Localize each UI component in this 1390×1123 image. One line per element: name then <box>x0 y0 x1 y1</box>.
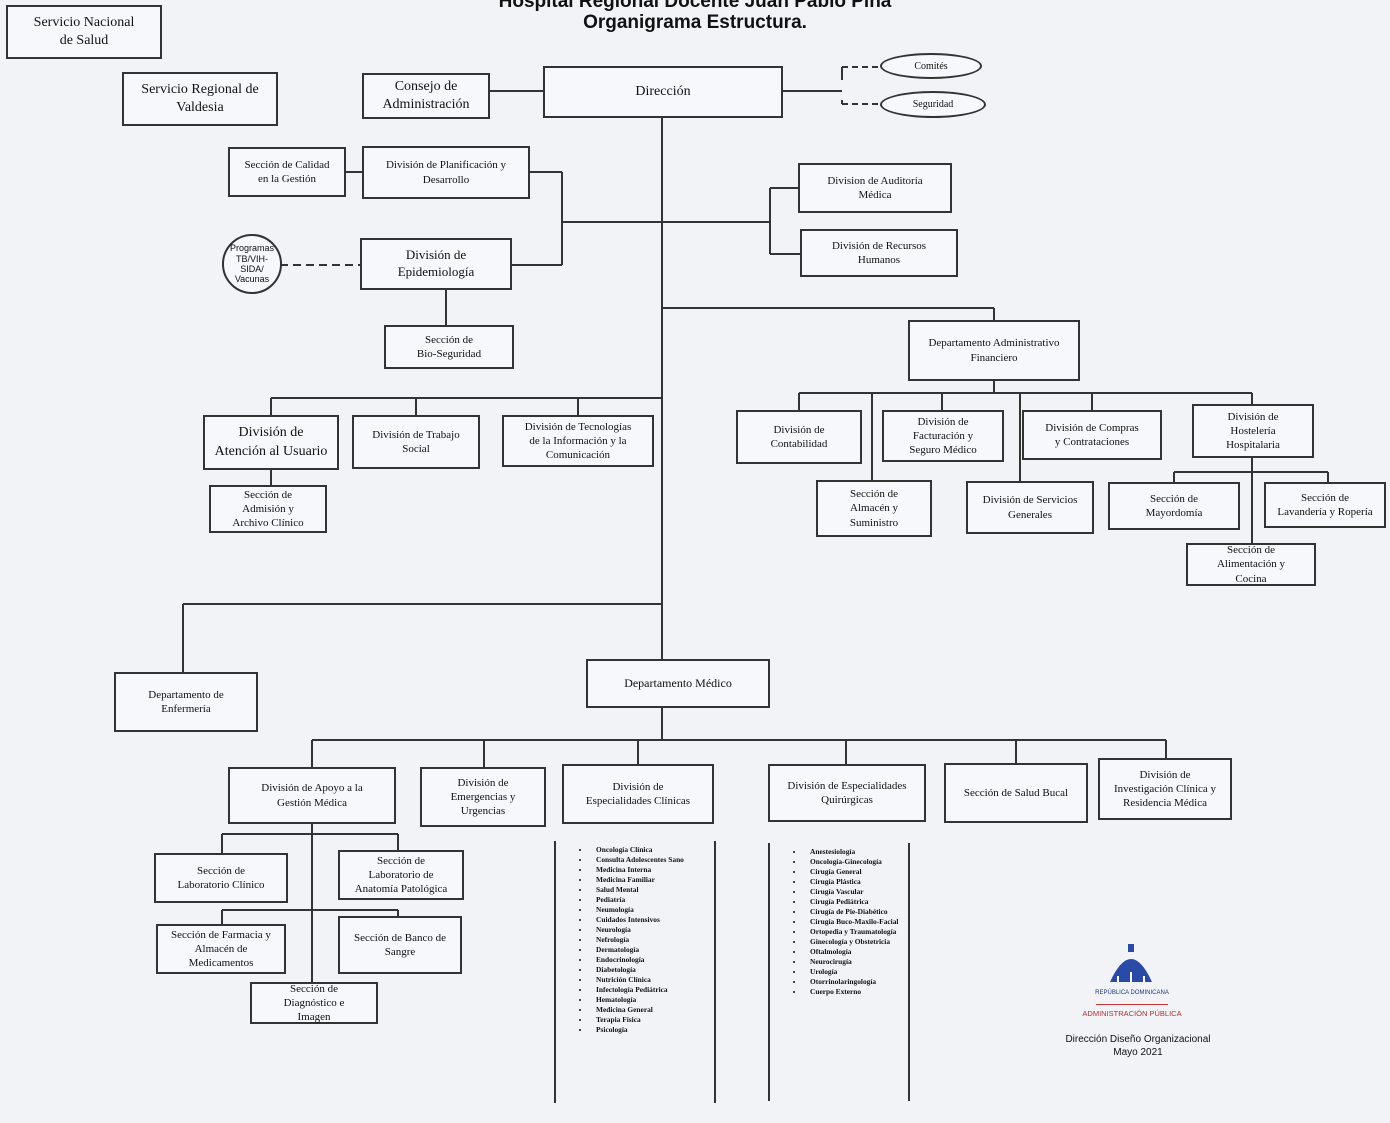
specialty-item: Ortopedia y Traumatología <box>804 927 908 937</box>
specialty-item: Consulta Adolescentes Sano <box>590 855 714 865</box>
chart-subtitle: Organigrama Estructura. <box>583 12 807 33</box>
unit-direccion: Dirección <box>543 66 783 118</box>
unit-lavanderia: Sección de Lavandería y Ropería <box>1264 482 1386 528</box>
unit-anatomia: Sección de Laboratorio de Anatomía Patol… <box>338 850 464 900</box>
specialty-item: Salud Mental <box>590 885 714 895</box>
unit-lab-clinico: Sección de Laboratorio Clínico <box>154 853 288 903</box>
logo-text-line1: REPÚBLICA DOMINICANA <box>1095 990 1169 996</box>
specialty-item: Cuerpo Externo <box>804 987 908 997</box>
specialty-item: Nefrología <box>590 935 714 945</box>
unit-esp-clinicas: División de Especialidades Clínicas <box>562 764 714 824</box>
specialty-item: Pediatría <box>590 895 714 905</box>
esp-quirurgicas-list: AnestesiologíaOncología-GinecologíaCirug… <box>768 843 910 1101</box>
specialty-item: Neurología <box>590 925 714 935</box>
specialty-item: Infectología Pediátrica <box>590 985 714 995</box>
specialty-item: Oncología-Ginecología <box>804 857 908 867</box>
unit-apoyo-gestion: División de Apoyo a la Gestión Médica <box>228 767 396 824</box>
specialty-item: Cuidados Intensivos <box>590 915 714 925</box>
unit-calidad: Sección de Calidad en la Gestión <box>228 147 346 197</box>
unit-admision: Sección de Admisión y Archivo Clínico <box>209 485 327 533</box>
footer-line1: Dirección Diseño Organizacional <box>1065 1034 1211 1045</box>
unit-esp-quirurgicas: División de Especialidades Quirúrgicas <box>768 764 926 822</box>
specialty-item: Cirugía Pediátrica <box>804 897 908 907</box>
unit-planificacion: División de Planificación y Desarrollo <box>362 146 530 199</box>
unit-banco-sangre: Sección de Banco de Sangre <box>338 916 462 974</box>
specialty-item: Urología <box>804 967 908 977</box>
specialty-item: Cirugía Vascular <box>804 887 908 897</box>
unit-trabajo-social: División de Trabajo Social <box>352 415 480 469</box>
unit-mayordomia: Sección de Mayordomía <box>1108 482 1240 530</box>
unit-investigacion: División de Investigación Clínica y Resi… <box>1098 758 1232 820</box>
specialty-item: Neurocirugía <box>804 957 908 967</box>
specialty-item: Hematología <box>590 995 714 1005</box>
unit-auditoria: Division de Auditoría Médica <box>798 163 952 213</box>
specialty-item: Medicina General <box>590 1005 714 1015</box>
unit-tic: División de Tecnologías de la Informació… <box>502 415 654 467</box>
unit-emergencias: División de Emergencias y Urgencias <box>420 767 546 827</box>
unit-servicio-nacional: Servicio Nacional de Salud <box>6 5 162 59</box>
unit-diagnostico: Sección de Diagnóstico e Imagen <box>250 982 378 1024</box>
specialty-item: Terapia Física <box>590 1015 714 1025</box>
specialty-item: Medicina Familiar <box>590 875 714 885</box>
specialty-item: Endocrinología <box>590 955 714 965</box>
unit-almacen: Sección de Almacén y Suministro <box>816 480 932 537</box>
specialty-item: Ginecología y Obstetricia <box>804 937 908 947</box>
unit-atencion-usuario: División de Atención al Usuario <box>203 415 339 470</box>
unit-seguridad: Seguridad <box>880 91 986 118</box>
specialty-item: Otorrinolaringología <box>804 977 908 987</box>
unit-epidemiologia: División de Epidemiología <box>360 238 512 290</box>
unit-programas: Programas TB/VIH- SIDA/ Vacunas <box>222 234 282 294</box>
unit-rrhh: División de Recursos Humanos <box>800 229 958 277</box>
unit-servicio-regional: Servicio Regional de Valdesia <box>122 72 278 126</box>
unit-bioseguridad: Sección de Bio-Seguridad <box>384 325 514 369</box>
specialty-item: Cirugía General <box>804 867 908 877</box>
specialty-item: Psicología <box>590 1025 714 1035</box>
specialty-item: Anestesiología <box>804 847 908 857</box>
specialty-item: Nutrición Clínica <box>590 975 714 985</box>
specialty-item: Dermatología <box>590 945 714 955</box>
unit-admin-financiero: Departamento Administrativo Financiero <box>908 320 1080 381</box>
specialty-item: Cirugía Plástica <box>804 877 908 887</box>
specialty-item: Medicina Interna <box>590 865 714 875</box>
unit-facturacion: División de Facturación y Seguro Médico <box>882 410 1004 462</box>
chart-title: Hospital Regional Docente Juan Pablo Pin… <box>498 0 892 12</box>
specialty-item: Diabetología <box>590 965 714 975</box>
logo-text-line2: ADMINISTRACIÓN PÚBLICA <box>1082 1009 1182 1018</box>
unit-contabilidad: División de Contabilidad <box>736 410 862 464</box>
specialty-item: Oftalmología <box>804 947 908 957</box>
specialty-item: Oncología Clínica <box>590 845 714 855</box>
specialty-item: Cirugía de Pie-Diabético <box>804 907 908 917</box>
unit-farmacia: Sección de Farmacia y Almacén de Medicam… <box>156 924 286 974</box>
unit-alimentacion: Sección de Alimentación y Cocina <box>1186 543 1316 586</box>
specialty-item: Cirugía Buco-Maxilo-Facial <box>804 917 908 927</box>
unit-medico: Departamento Médico <box>586 659 770 708</box>
unit-servicios-generales: División de Servicios Generales <box>966 481 1094 534</box>
unit-consejo: Consejo de Administración <box>362 73 490 119</box>
specialty-item: Neumología <box>590 905 714 915</box>
unit-salud-bucal: Sección de Salud Bucal <box>944 763 1088 823</box>
unit-comites: Comités <box>880 53 982 79</box>
esp-clinicas-list: Oncología ClínicaConsulta Adolescentes S… <box>554 841 716 1103</box>
unit-enfermeria: Departamento de Enfermería <box>114 672 258 732</box>
unit-compras: División de Compras y Contrataciones <box>1022 410 1162 460</box>
government-logo-icon <box>1110 944 1152 982</box>
unit-hosteleria: División de Hostelería Hospitalaria <box>1192 404 1314 458</box>
footer-line2: Mayo 2021 <box>1113 1047 1163 1058</box>
logo-divider <box>1096 1004 1168 1005</box>
